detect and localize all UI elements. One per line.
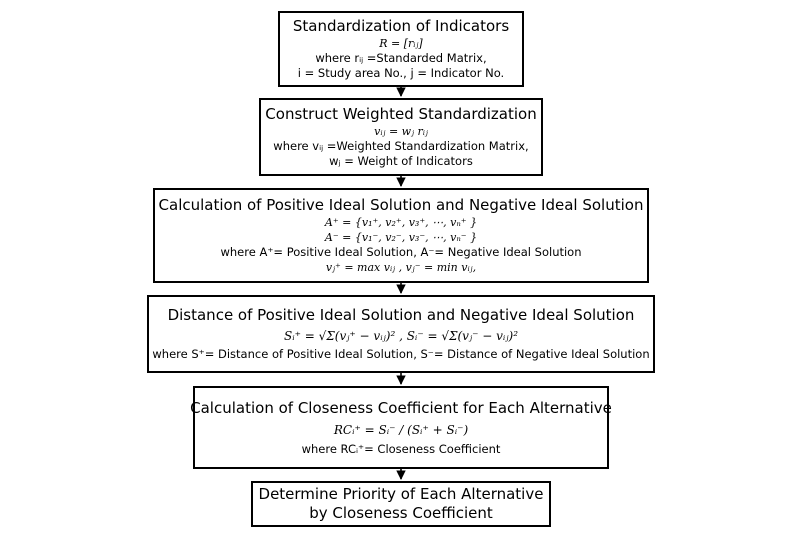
step-title: Construct Weighted Standardization (265, 105, 537, 123)
formula-line: RCᵢ⁺ = Sᵢ⁻ / (Sᵢ⁺ + Sᵢ⁻) (333, 422, 469, 437)
description-line: where vᵢⱼ =Weighted Standardization Matr… (273, 139, 529, 153)
description-line: where A⁺= Positive Ideal Solution, A⁻= N… (220, 245, 582, 259)
step-title: Calculation of Positive Ideal Solution a… (158, 196, 644, 214)
step-title-line-2: by Closeness Coefficient (309, 504, 493, 522)
description-line: where rᵢⱼ =Standarded Matrix, (315, 51, 487, 65)
step-ideal-solutions: Calculation of Positive Ideal Solution a… (153, 188, 649, 283)
formula-line: Sᵢ⁺ = √Σ(vⱼ⁺ − vᵢⱼ)² , Sᵢ⁻ = √Σ(vⱼ⁻ − vᵢ… (283, 329, 519, 343)
step-closeness-coefficient: Calculation of Closeness Coefficient for… (190, 386, 612, 469)
description-line: where RCᵢ⁺= Closeness Coefficient (301, 441, 501, 456)
step-title: Standardization of Indicators (292, 17, 510, 35)
step-weighted-standardization: Construct Weighted Standardization vᵢⱼ =… (259, 98, 543, 176)
step-determine-priority: Determine Priority of Each Alternative b… (251, 481, 551, 527)
step-title: Distance of Positive Ideal Solution and … (167, 306, 635, 324)
description-line: where S⁺= Distance of Positive Ideal Sol… (152, 347, 650, 361)
step-standardization: Standardization of Indicators R = [rᵢⱼ] … (278, 11, 524, 87)
step-title: Determine Priority of Each Alternative (258, 485, 544, 503)
formula-line: A⁺ = {v₁⁺, v₂⁺, v₃⁺, ⋯, vₙ⁺ } (324, 216, 478, 229)
formula-line: A⁻ = {v₁⁻, v₂⁻, v₃⁻, ⋯, vₙ⁻ } (324, 231, 478, 244)
step-title: Calculation of Closeness Coefficient for… (190, 398, 612, 417)
formula-line: vᵢⱼ = wⱼ rᵢⱼ (374, 125, 428, 138)
description-line: wⱼ = Weight of Indicators (329, 154, 473, 168)
formula-line: R = [rᵢⱼ] (379, 37, 423, 50)
description-line: i = Study area No., j = Indicator No. (297, 66, 505, 80)
step-distance: Distance of Positive Ideal Solution and … (147, 295, 655, 373)
formula-line: vⱼ⁺ = max vᵢⱼ , vⱼ⁻ = min vᵢⱼ, (325, 261, 477, 274)
